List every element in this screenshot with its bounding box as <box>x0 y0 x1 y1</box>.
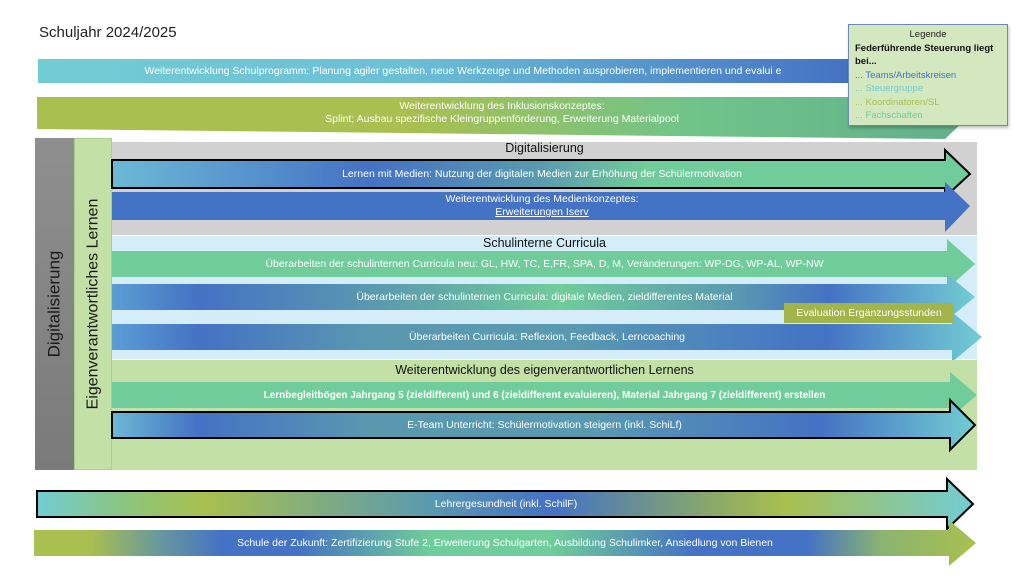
bar-inklusion: Weiterentwicklung des Inklusionskonzepte… <box>37 91 967 139</box>
badge-evaluation-ergaenzungsstunden: Evaluation Ergänzungsstunden <box>784 303 954 323</box>
bar-shape <box>112 239 975 289</box>
bar-lehrergesundheit: Lehrergesundheit (inkl. SchilF) <box>36 476 975 532</box>
bar-label: Schule der Zukunft: Zertifizierung Stufe… <box>237 536 773 549</box>
bar-curricula-digital: Überarbeiten der schulinternen Curricula… <box>112 274 977 320</box>
bar-lernen-mit-medien: Lernen mit Medien: Nutzung der digitalen… <box>111 147 972 200</box>
bar-label: Lernbegleitbögen Jahrgang 5 (zieldiffere… <box>263 389 826 401</box>
legend: Legende Federführende Steuerung liegt be… <box>848 24 1008 126</box>
side-label-digitalisierung: Digitalisierung <box>35 138 74 470</box>
bar-shape <box>34 520 976 566</box>
legend-item-fachschaften: ... Fachschaften <box>855 110 923 121</box>
page-title: Schuljahr 2024/2025 <box>39 24 177 41</box>
legend-item-teams: ... Teams/Arbeitskreisen <box>855 69 957 81</box>
legend-title: Legende <box>909 29 947 40</box>
bar-schulprogramm: Weiterentwicklung Schulprogramm: Planung… <box>38 59 848 83</box>
bar-label: Überarbeiten Curricula: Reflexion, Feedb… <box>408 330 686 343</box>
bar-curricula-neu: Überarbeiten der schulinternen Curricula… <box>112 239 977 289</box>
bar-label: E-Team Unterricht: Schülermotivation ste… <box>407 418 682 431</box>
legend-item-koordinatoren: ... Koordinatoren/SL <box>855 96 940 108</box>
bar-shape <box>112 312 982 362</box>
bar-shape <box>111 147 972 200</box>
section-title: Digitalisierung <box>505 141 584 155</box>
bar-shape <box>37 91 967 139</box>
bar-shape <box>112 182 970 232</box>
bar-label: Lehrergesundheit (inkl. SchilF) <box>434 497 578 510</box>
bar-shape <box>112 274 975 320</box>
bar-schule-der-zukunft: Schule der Zukunft: Zertifizierung Stufe… <box>34 520 976 566</box>
legend-item-steuergruppe: ... Steuergruppe <box>855 83 924 94</box>
bar-label: Weiterentwicklung Schulprogramm: Planung… <box>144 64 782 77</box>
bar-curricula-reflexion: Überarbeiten Curricula: Reflexion, Feedb… <box>112 312 982 362</box>
section-title: Weiterentwicklung des eigenverantwortlic… <box>395 363 694 377</box>
bar-e-team: E-Team Unterricht: Schülermotivation ste… <box>111 397 977 453</box>
bar-label-line2: Erweiterungen Iserv <box>495 206 589 218</box>
bar-shape <box>38 59 848 83</box>
section-title: Schulinterne Curricula <box>483 236 606 250</box>
bar-label: Überarbeiten der schulinternen Curricula… <box>356 290 733 303</box>
bar-shape <box>112 372 977 418</box>
bar-label-line2: Splint; Ausbau spezifische Kleingruppenf… <box>325 113 679 125</box>
bar-label-line1: Weiterentwicklung des Medienkonzeptes: <box>445 193 639 205</box>
bar-label: Überarbeiten der schulinternen Curricula… <box>265 257 824 270</box>
side-label-eigenverantwortlich: Eigenverantwortliches Lernen <box>74 138 112 470</box>
side-label-text: Eigenverantwortliches Lernen <box>84 198 102 410</box>
bar-shape <box>111 397 977 453</box>
side-label-text: Digitalisierung <box>44 250 64 358</box>
legend-heading: Federführende Steuerung liegt bei... <box>855 42 994 68</box>
bar-lernbegleitboegen: Lernbegleitbögen Jahrgang 5 (zieldiffere… <box>112 372 977 418</box>
bar-medienkonzept: Weiterentwicklung des Medienkonzeptes: E… <box>112 182 972 232</box>
bar-label-line1: Weiterentwicklung des Inklusionskonzepte… <box>399 100 605 112</box>
bar-label: Lernen mit Medien: Nutzung der digitalen… <box>342 167 742 180</box>
bar-shape <box>36 476 975 532</box>
